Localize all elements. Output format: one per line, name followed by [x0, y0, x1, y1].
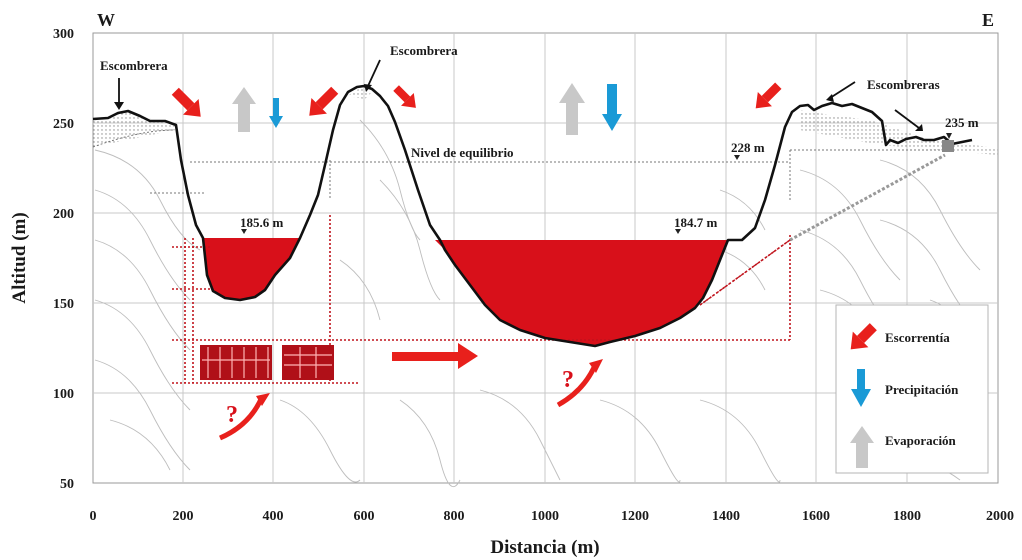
- upwelling-arrows: [218, 359, 603, 441]
- legend-runoff-arrow: [850, 323, 877, 350]
- west-label: W: [97, 10, 115, 30]
- y-tick: 250: [53, 117, 74, 132]
- right-pit-lake: [435, 240, 728, 346]
- precipitation-arrows: [269, 84, 622, 131]
- level-right-pit-label: 184.7 m: [674, 215, 718, 230]
- x-tick-labels: 0 200 400 600 800 1000 1200 1400 1600 18…: [90, 509, 1015, 524]
- gallery-line-red: [699, 239, 791, 306]
- y-tick: 300: [53, 27, 74, 42]
- pointer-arrows: [118, 59, 920, 129]
- x-tick: 0: [90, 509, 97, 524]
- x-tick: 800: [444, 509, 465, 524]
- runoff-arrows: [171, 82, 782, 117]
- legend: Escorrentía Precipitación Evaporación: [835, 304, 989, 474]
- x-tick: 200: [173, 509, 194, 524]
- x-tick: 600: [354, 509, 375, 524]
- x-tick: 400: [263, 509, 284, 524]
- y-tick: 150: [53, 297, 74, 312]
- x-tick: 1400: [712, 509, 740, 524]
- annotations: Escombrera Escombrera Escombreras Nivel …: [100, 43, 979, 230]
- y-tick: 200: [53, 207, 74, 222]
- y-axis-title: Altitud (m): [9, 212, 30, 303]
- legend-evap-arrow: [850, 426, 874, 468]
- y-tick-labels: 300 250 200 150 100 50: [53, 27, 74, 492]
- evaporation-arrows: [232, 83, 585, 135]
- legend-escorrentia: Escorrentía: [885, 330, 950, 345]
- level-228-label: 228 m: [731, 140, 765, 155]
- legend-precipitacion: Precipitación: [885, 382, 959, 397]
- question-mark-left: ?: [226, 402, 238, 428]
- y-tick: 50: [60, 477, 74, 492]
- x-tick: 1600: [802, 509, 830, 524]
- x-tick: 1200: [621, 509, 649, 524]
- level-markers: [241, 133, 954, 234]
- gallery-line: [789, 153, 946, 242]
- legend-precip-arrow: [851, 369, 871, 407]
- escombreras-right-label: Escombreras: [867, 77, 940, 92]
- nivel-equilibrio-label: Nivel de equilibrio: [411, 145, 514, 160]
- terrain-profile: [92, 84, 973, 348]
- y-tick: 100: [53, 387, 74, 402]
- original-surface: [92, 129, 940, 200]
- level-left-pit-label: 185.6 m: [240, 215, 284, 230]
- x-tick: 1000: [531, 509, 559, 524]
- level-235-label: 235 m: [945, 115, 979, 130]
- escombrera-left-label: Escombrera: [100, 58, 168, 73]
- east-label: E: [982, 10, 994, 30]
- flow-arrows: [392, 343, 478, 369]
- x-tick: 1800: [893, 509, 921, 524]
- x-axis-title: Distancia (m): [490, 537, 599, 558]
- escombrera-top-label: Escombrera: [390, 43, 458, 58]
- pointer-heads: [114, 84, 923, 131]
- legend-evaporacion: Evaporación: [885, 433, 957, 448]
- x-tick: 2000: [986, 509, 1014, 524]
- geology-lines: [94, 119, 981, 488]
- left-pit-lake: [203, 238, 300, 300]
- mine-workings: [200, 345, 334, 380]
- question-mark-right: ?: [562, 367, 574, 393]
